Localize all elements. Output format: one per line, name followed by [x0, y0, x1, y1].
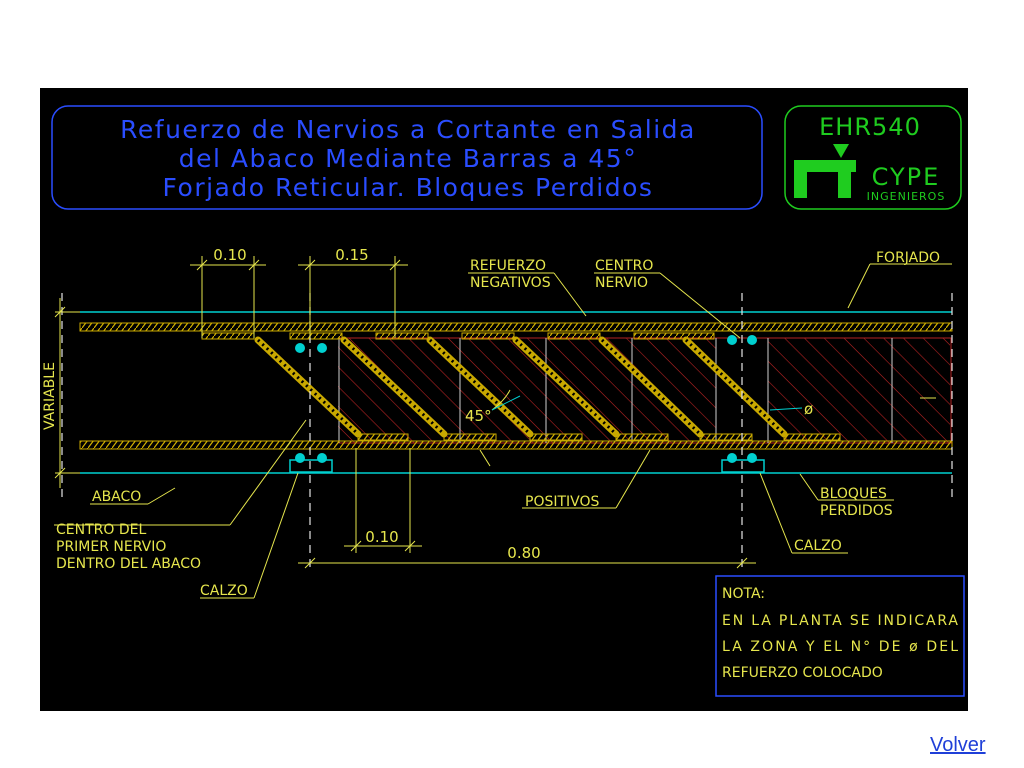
- label-centro-2: NERVIO: [595, 275, 648, 291]
- angle-label: 45°: [465, 407, 492, 425]
- label-calzo-right: CALZO: [794, 538, 842, 554]
- logo-left-leg: [794, 172, 807, 198]
- positive-bars: [357, 433, 841, 441]
- diameter-label: ø: [804, 400, 813, 418]
- label-bloques-2: PERDIDOS: [820, 503, 893, 519]
- diagonal-45-bars-twist: [256, 338, 786, 436]
- drawing-code: EHR540: [819, 113, 921, 141]
- logo-right-leg: [838, 172, 851, 198]
- top-main-bar: [79, 322, 953, 332]
- logo-bar: [794, 160, 856, 172]
- label-bloques-1: BLOQUES: [820, 486, 887, 502]
- bottom-main-bar: [79, 440, 953, 450]
- note-heading: NOTA:: [722, 586, 765, 602]
- title-line-1: Refuerzo de Nervios a Cortante en Salida: [120, 115, 696, 144]
- label-refuerzo-1: REFUERZO: [470, 258, 546, 274]
- note-line-3: REFUERZO COLOCADO: [722, 665, 883, 681]
- lost-blocks-hatch: [338, 337, 952, 444]
- dim-bottom-long: [298, 557, 756, 569]
- angle-arc: [491, 389, 511, 411]
- label-forjado: FORJADO: [876, 250, 940, 266]
- label-centro-1: CENTRO: [595, 258, 653, 274]
- logo-box: [784, 105, 962, 210]
- logo-brand: CYPE: [872, 163, 941, 191]
- note-box: NOTA: EN LA PLANTA SE INDICARA LA ZONA Y…: [715, 575, 965, 697]
- angle-leader: [491, 395, 521, 411]
- leader-lines: [54, 263, 952, 599]
- note-line-1: EN LA PLANTA SE INDICARA: [722, 613, 958, 629]
- back-link[interactable]: Volver: [930, 734, 986, 756]
- note-line-2: LA ZONA Y EL N° DE ø DEL: [722, 639, 958, 655]
- dim-top-mid-label: 0.15: [335, 246, 368, 264]
- title-box: [51, 105, 763, 210]
- dim-bottom-small-label: 0.10: [365, 528, 398, 546]
- title-line-3: Forjado Reticular. Bloques Perdidos: [163, 173, 654, 202]
- cype-logo: EHR540 CYPE INGENIEROS: [784, 105, 962, 210]
- logo-triangle-icon: [833, 144, 849, 158]
- logo-subtitle: INGENIEROS: [867, 190, 946, 203]
- diameter-leader: [769, 407, 803, 411]
- cad-drawing-frame: Refuerzo de Nervios a Cortante en Salida…: [40, 88, 968, 711]
- dim-top-left-label: 0.10: [213, 246, 246, 264]
- label-centro-del-2: PRIMER NERVIO: [56, 539, 166, 555]
- cad-drawing: Refuerzo de Nervios a Cortante en Salida…: [42, 105, 965, 697]
- label-calzo-left: CALZO: [200, 583, 248, 599]
- title-line-2: del Abaco Mediante Barras a 45°: [179, 144, 637, 173]
- spacer-blocks: [289, 459, 765, 473]
- dim-bottom-long-label: 0.80: [507, 544, 540, 562]
- label-refuerzo-2: NEGATIVOS: [470, 275, 551, 291]
- dim-top-left: [190, 256, 266, 338]
- label-centro-del-3: DENTRO DEL ABACO: [56, 556, 201, 572]
- label-centro-del-1: CENTRO DEL: [56, 522, 146, 538]
- label-positivos: POSITIVOS: [525, 494, 600, 510]
- variable-label: VARIABLE: [42, 362, 58, 430]
- dim-top-mid: [298, 256, 408, 338]
- variable-dimension: [54, 298, 80, 488]
- edge-break-lines: [61, 293, 953, 568]
- label-abaco: ABACO: [92, 489, 141, 505]
- dim-bottom-small: [344, 448, 422, 553]
